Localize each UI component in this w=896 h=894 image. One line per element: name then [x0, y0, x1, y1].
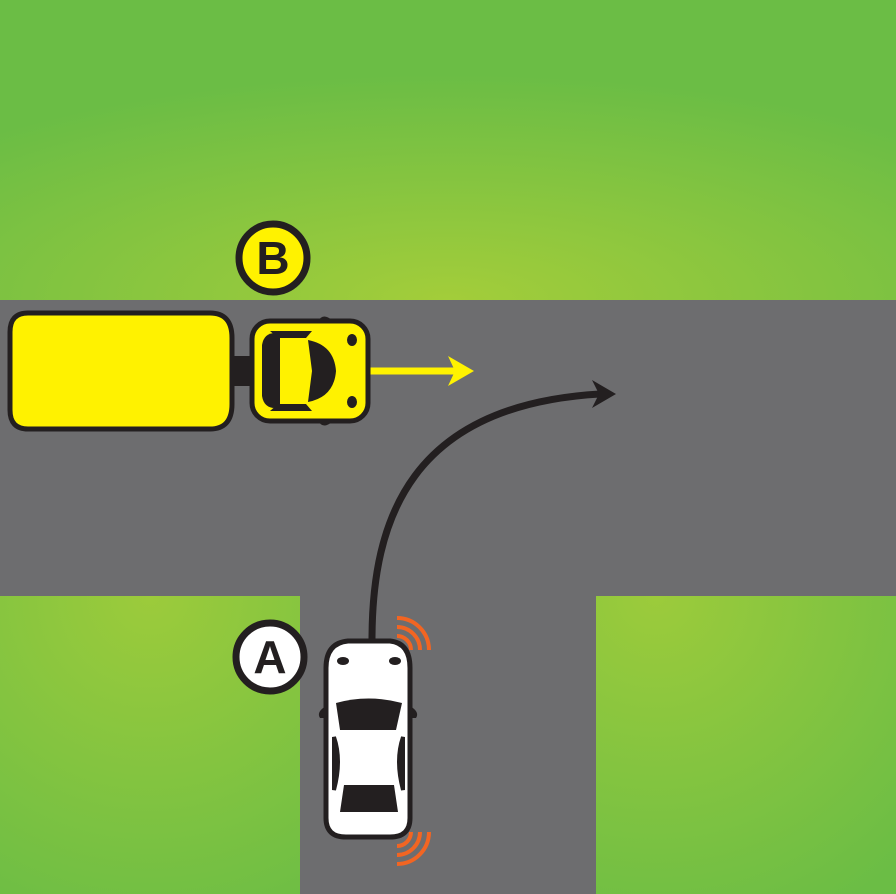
label-b-text: B — [256, 232, 289, 284]
grass-top — [0, 0, 896, 300]
label-b-badge: B — [235, 220, 311, 296]
vehicle-a — [318, 638, 418, 840]
rear-sensor-waves-icon — [396, 831, 431, 866]
trailer-b — [7, 310, 255, 432]
grass-bottom-right — [596, 596, 896, 894]
label-a-badge: A — [232, 619, 308, 695]
label-a-text: A — [253, 631, 286, 683]
path-arrow-b — [368, 356, 474, 386]
front-sensor-waves-icon — [396, 616, 431, 651]
vehicle-b — [249, 316, 371, 426]
path-arrow-a — [368, 380, 616, 641]
